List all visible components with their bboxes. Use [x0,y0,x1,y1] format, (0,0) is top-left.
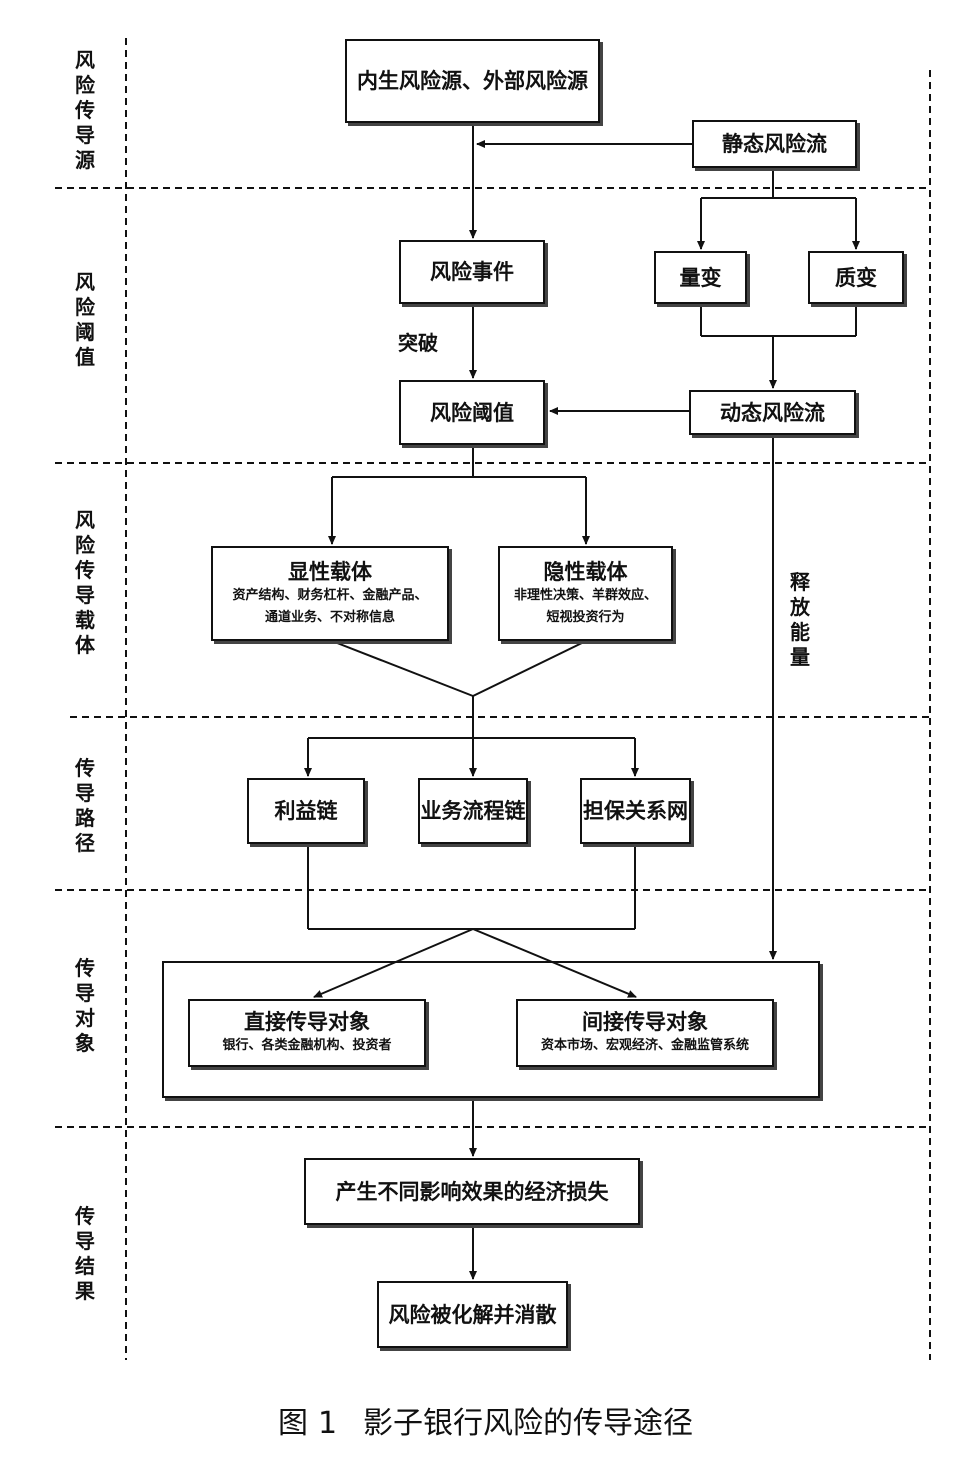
stage-label-source: 风险传导源 [75,48,95,172]
node-implicit-carrier-title: 隐性载体 [543,559,628,584]
node-risk-source: 内生风险源、外部风险源 [345,39,600,123]
stage-label-carrier: 风险传导载体 [75,508,95,657]
node-implicit-carrier-line1: 非理性决策、羊群效应、 [513,587,657,603]
node-risk-resolved-text: 风险被化解并消散 [388,1302,557,1327]
node-qualitative-change-text: 质变 [835,265,877,290]
node-guarantee-network: 担保关系网 [580,778,691,844]
object-container [162,961,820,1098]
node-indirect-object-line1: 资本市场、宏观经济、金融监管系统 [540,1038,749,1053]
node-quantitative-change: 量变 [654,251,747,304]
arrow-to-indirect [472,928,637,998]
node-risk-threshold: 风险阈值 [399,380,545,445]
node-indirect-object-title: 间接传导对象 [582,1010,708,1034]
label-breakthrough: 突破 [398,331,438,355]
caption-title: 影子银行风险的传导途径 [363,1406,694,1441]
node-risk-event: 风险事件 [399,240,545,304]
caption-prefix: 图 [277,1406,308,1441]
arrows [304,123,860,1280]
stage-label-result: 传导结果 [75,1204,95,1303]
stage-label-path: 传导路径 [75,756,95,855]
node-direct-object-line1: 银行、各类金融机构、投资者 [222,1038,392,1053]
node-risk-source-text: 内生风险源、外部风险源 [357,69,588,93]
node-direct-object: 直接传导对象 银行、各类金融机构、投资者 [188,999,426,1067]
node-economic-loss-text: 产生不同影响效果的经济损失 [335,1179,609,1204]
caption-number: 1 [317,1406,338,1441]
node-economic-loss: 产生不同影响效果的经济损失 [304,1158,640,1225]
node-risk-threshold-text: 风险阈值 [430,400,514,425]
node-risk-resolved: 风险被化解并消散 [377,1281,568,1348]
node-direct-object-title: 直接传导对象 [244,1010,370,1034]
stage-label-threshold: 风险阈值 [75,270,95,369]
node-implicit-carrier-line2: 短视投资行为 [546,609,625,625]
node-dynamic-flow: 动态风险流 [689,390,856,435]
node-interest-chain: 利益链 [247,778,365,844]
line-explicit-converge [331,640,474,697]
node-business-chain-text: 业务流程链 [420,799,526,823]
node-explicit-carrier-title: 显性载体 [288,559,372,584]
node-risk-event-text: 风险事件 [430,260,514,284]
node-static-flow: 静态风险流 [692,120,857,168]
node-indirect-object: 间接传导对象 资本市场、宏观经济、金融监管系统 [516,999,774,1067]
node-implicit-carrier: 隐性载体 非理性决策、羊群效应、 短视投资行为 [498,546,673,641]
stage-label-object: 传导对象 [75,956,95,1055]
node-static-flow-text: 静态风险流 [722,132,827,156]
stage-separators [55,38,931,1360]
node-quantitative-change-text: 量变 [679,265,722,290]
node-qualitative-change: 质变 [808,251,904,304]
node-dynamic-flow-text: 动态风险流 [720,400,825,425]
line-implicit-converge [472,640,587,697]
label-release-energy: 释放能量 [790,570,810,669]
arrow-to-direct [313,928,474,998]
node-explicit-carrier-line1: 资产结构、财务杠杆、金融产品、 [232,587,428,603]
node-guarantee-network-text: 担保关系网 [583,799,688,823]
node-business-chain: 业务流程链 [418,778,528,844]
node-interest-chain-text: 利益链 [274,799,338,823]
node-explicit-carrier-line2: 通道业务、不对称信息 [264,609,395,625]
node-explicit-carrier: 显性载体 资产结构、财务杠杆、金融产品、 通道业务、不对称信息 [211,546,449,641]
